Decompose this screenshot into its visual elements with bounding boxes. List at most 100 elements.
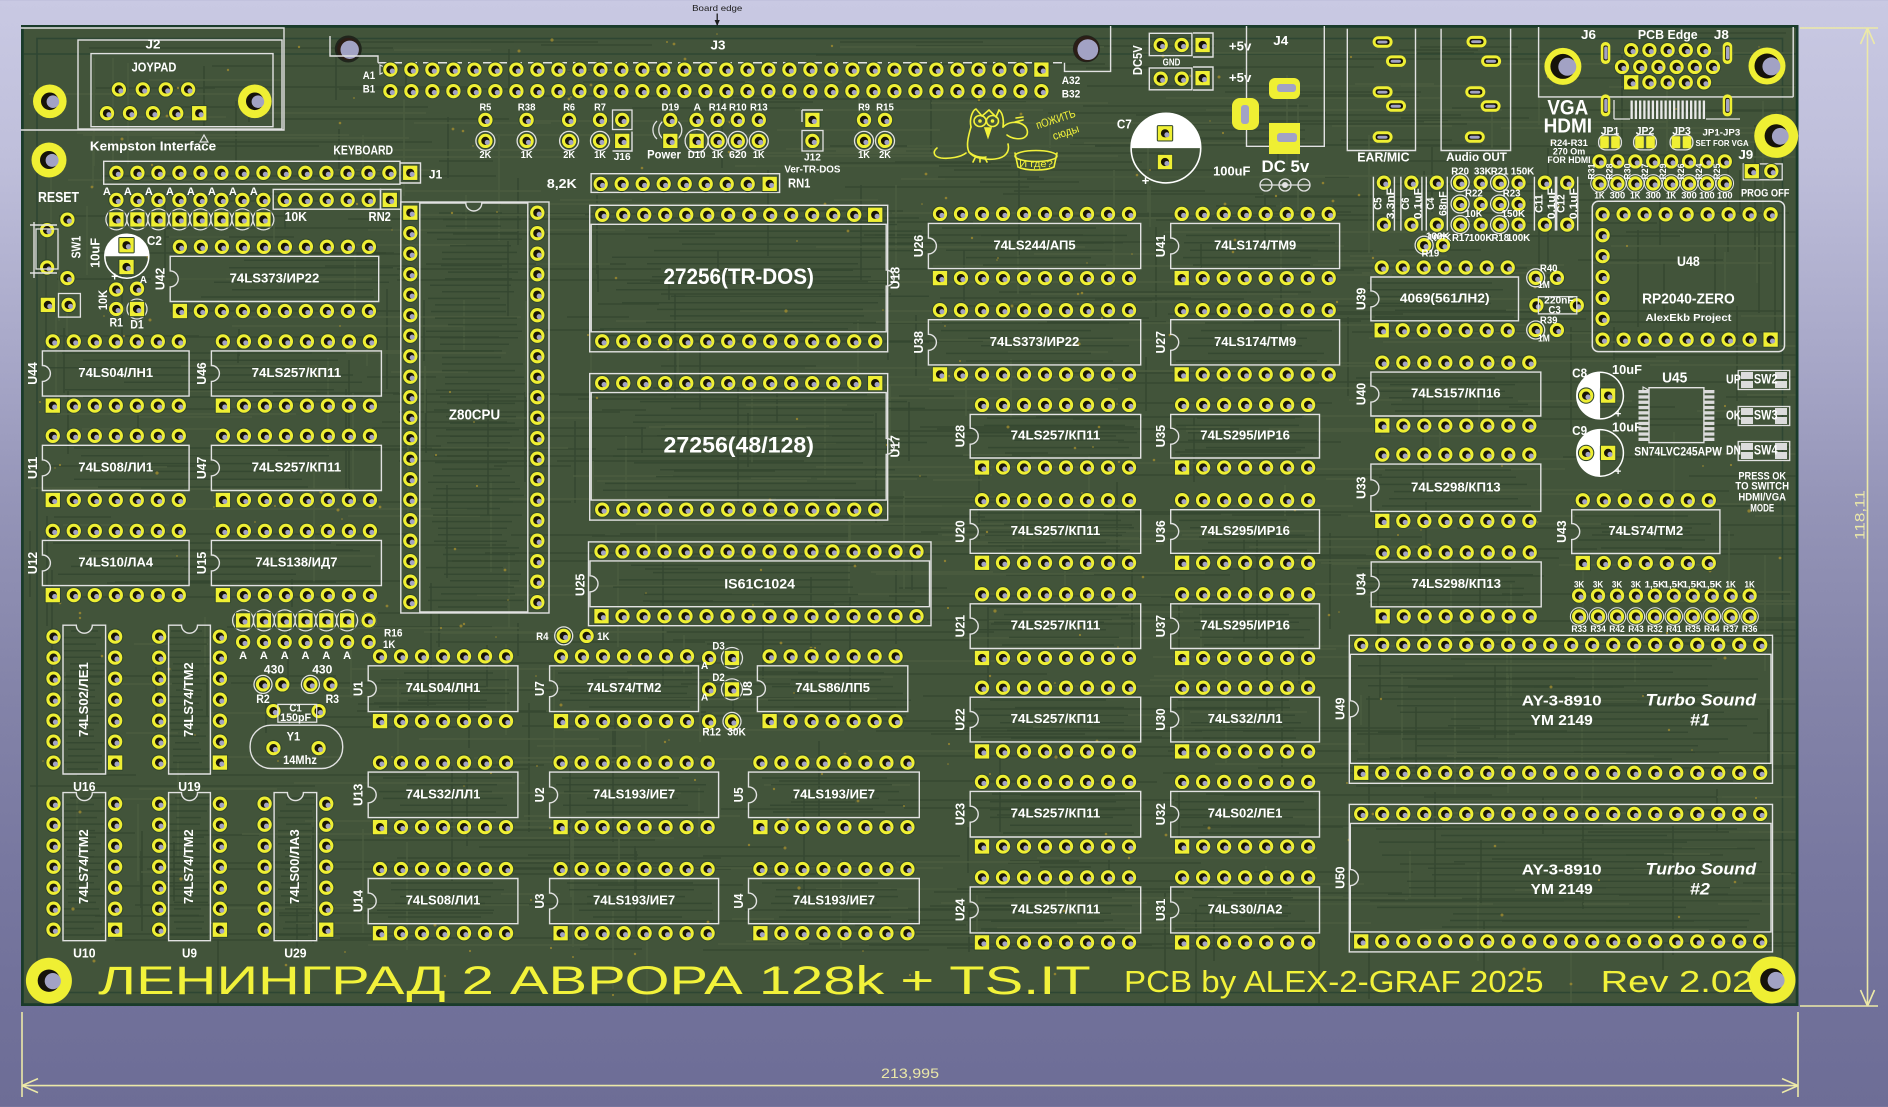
- svg-text:JP1-JP3: JP1-JP3: [1703, 127, 1741, 138]
- svg-text:74LS32/ЛЛ1: 74LS32/ЛЛ1: [406, 786, 481, 801]
- svg-text:1M: 1M: [1538, 279, 1550, 291]
- svg-text:TO SWITCH: TO SWITCH: [1735, 481, 1789, 493]
- svg-text:D10: D10: [688, 149, 706, 161]
- svg-text:R22: R22: [1465, 187, 1483, 199]
- svg-text:U40: U40: [1353, 383, 1368, 405]
- svg-text:U18: U18: [888, 267, 903, 289]
- svg-text:74LS30/ЛА2: 74LS30/ЛА2: [1208, 901, 1283, 916]
- svg-text:74LS295/ИР16: 74LS295/ИР16: [1200, 523, 1290, 538]
- svg-text:27256(48/128): 27256(48/128): [663, 432, 813, 457]
- svg-text:R33: R33: [1571, 624, 1587, 634]
- svg-text:1K: 1K: [594, 149, 606, 161]
- svg-text:KEYBOARD: KEYBOARD: [333, 143, 393, 158]
- svg-text:R25: R25: [1712, 163, 1723, 180]
- svg-text:74LS295/ИР16: 74LS295/ИР16: [1200, 618, 1290, 633]
- svg-text:SW3: SW3: [1754, 407, 1778, 423]
- svg-text:27256(TR-DOS): 27256(TR-DOS): [663, 264, 813, 289]
- svg-text:74LS257/КП11: 74LS257/КП11: [1011, 901, 1101, 916]
- svg-text:74LS00/ЛА3: 74LS00/ЛА3: [287, 829, 302, 904]
- svg-text:U22: U22: [953, 708, 968, 730]
- svg-text:U33: U33: [1353, 477, 1368, 499]
- svg-text:Ver-TR-DOS: Ver-TR-DOS: [784, 165, 840, 176]
- svg-text:+: +: [1142, 173, 1150, 188]
- svg-text:100uF: 100uF: [1213, 164, 1250, 179]
- svg-text:74LS193/ИЕ7: 74LS193/ИЕ7: [593, 786, 675, 801]
- svg-text:74LS298/КП13: 74LS298/КП13: [1411, 576, 1501, 591]
- svg-text:JOYPAD: JOYPAD: [132, 60, 177, 75]
- svg-text:10uF: 10uF: [1612, 362, 1642, 377]
- svg-text:1M: 1M: [1538, 332, 1550, 344]
- svg-text:U38: U38: [911, 331, 926, 353]
- svg-text:U29: U29: [284, 946, 306, 961]
- svg-text:1K: 1K: [1594, 190, 1605, 200]
- svg-text:+: +: [1615, 466, 1621, 478]
- svg-text:U7: U7: [532, 681, 547, 696]
- svg-text:R24: R24: [1694, 163, 1705, 180]
- svg-text:U42: U42: [153, 268, 168, 290]
- svg-text:74LS08/ЛИ1: 74LS08/ЛИ1: [406, 893, 481, 908]
- svg-text:SET FOR VGA: SET FOR VGA: [1696, 138, 1749, 148]
- svg-text:+: +: [111, 270, 118, 284]
- svg-text:R43: R43: [1628, 624, 1644, 634]
- svg-text:R13: R13: [750, 101, 768, 113]
- svg-text:74LS86/ЛП5: 74LS86/ЛП5: [795, 680, 870, 695]
- svg-text:J6: J6: [1581, 27, 1596, 42]
- svg-text:3K: 3K: [1612, 579, 1623, 589]
- svg-text:A: A: [701, 661, 708, 672]
- svg-text:U15: U15: [194, 551, 209, 574]
- svg-text:1K: 1K: [753, 149, 765, 161]
- svg-text:GND: GND: [1163, 56, 1181, 68]
- svg-text:+5v: +5v: [1229, 70, 1252, 85]
- svg-text:+5v: +5v: [1229, 38, 1252, 53]
- svg-text:J1: J1: [429, 167, 443, 181]
- svg-text:U9: U9: [182, 946, 197, 961]
- svg-text:A: A: [322, 650, 330, 662]
- svg-text:Turbo Sound: Turbo Sound: [1646, 691, 1757, 710]
- svg-text:Board edge: Board edge: [692, 3, 743, 13]
- svg-text:U32: U32: [1153, 803, 1168, 825]
- svg-text:R34: R34: [1590, 624, 1606, 634]
- svg-text:R5: R5: [480, 101, 492, 113]
- svg-text:74LS174/ТМ9: 74LS174/ТМ9: [1214, 334, 1296, 349]
- svg-text:A: A: [302, 650, 310, 662]
- svg-text:U11: U11: [25, 456, 40, 479]
- svg-text:220nF: 220nF: [1544, 295, 1574, 307]
- svg-text:PROG OFF: PROG OFF: [1741, 187, 1790, 199]
- svg-text:U35: U35: [1153, 424, 1168, 447]
- svg-text:R15: R15: [876, 101, 894, 113]
- svg-text:C8: C8: [1572, 366, 1587, 381]
- svg-text:R21: R21: [1491, 165, 1509, 177]
- svg-text:U14: U14: [351, 889, 366, 912]
- svg-text:10K: 10K: [96, 290, 110, 311]
- svg-text:R9: R9: [858, 101, 870, 113]
- svg-text:R12: R12: [702, 726, 721, 738]
- svg-text:74LS193/ИЕ7: 74LS193/ИЕ7: [793, 893, 875, 908]
- svg-text:VGA: VGA: [1547, 97, 1588, 120]
- svg-text:YM 2149: YM 2149: [1531, 881, 1593, 898]
- svg-text:U41: U41: [1153, 234, 1168, 257]
- svg-text:R14: R14: [709, 101, 727, 113]
- svg-text:U44: U44: [25, 362, 40, 385]
- svg-text:UP: UP: [1726, 372, 1741, 387]
- svg-text:R30: R30: [1622, 163, 1633, 179]
- svg-text:U12: U12: [25, 552, 40, 574]
- svg-text:1K: 1K: [597, 631, 609, 643]
- svg-text:D19: D19: [661, 101, 679, 113]
- svg-text:U8: U8: [740, 681, 755, 696]
- svg-text:74LS295/ИР16: 74LS295/ИР16: [1200, 428, 1290, 443]
- svg-text:R32: R32: [1647, 624, 1663, 634]
- svg-text:C9: C9: [1572, 423, 1587, 438]
- svg-text:R19: R19: [1422, 248, 1440, 260]
- svg-text:И где?: И где?: [1019, 159, 1053, 170]
- svg-text:D1: D1: [130, 317, 144, 331]
- svg-text:R39: R39: [1540, 314, 1558, 326]
- svg-text:U39: U39: [1353, 288, 1368, 310]
- svg-text:U13: U13: [351, 784, 366, 806]
- svg-text:74LS174/ТМ9: 74LS174/ТМ9: [1214, 238, 1296, 253]
- svg-text:74LS32/ЛЛ1: 74LS32/ЛЛ1: [1208, 711, 1283, 726]
- svg-text:JP1: JP1: [1601, 125, 1620, 137]
- svg-text:RN2: RN2: [368, 209, 390, 224]
- svg-text:U30: U30: [1153, 708, 1168, 730]
- svg-text:B1: B1: [363, 83, 375, 95]
- svg-text:C1: C1: [289, 702, 301, 714]
